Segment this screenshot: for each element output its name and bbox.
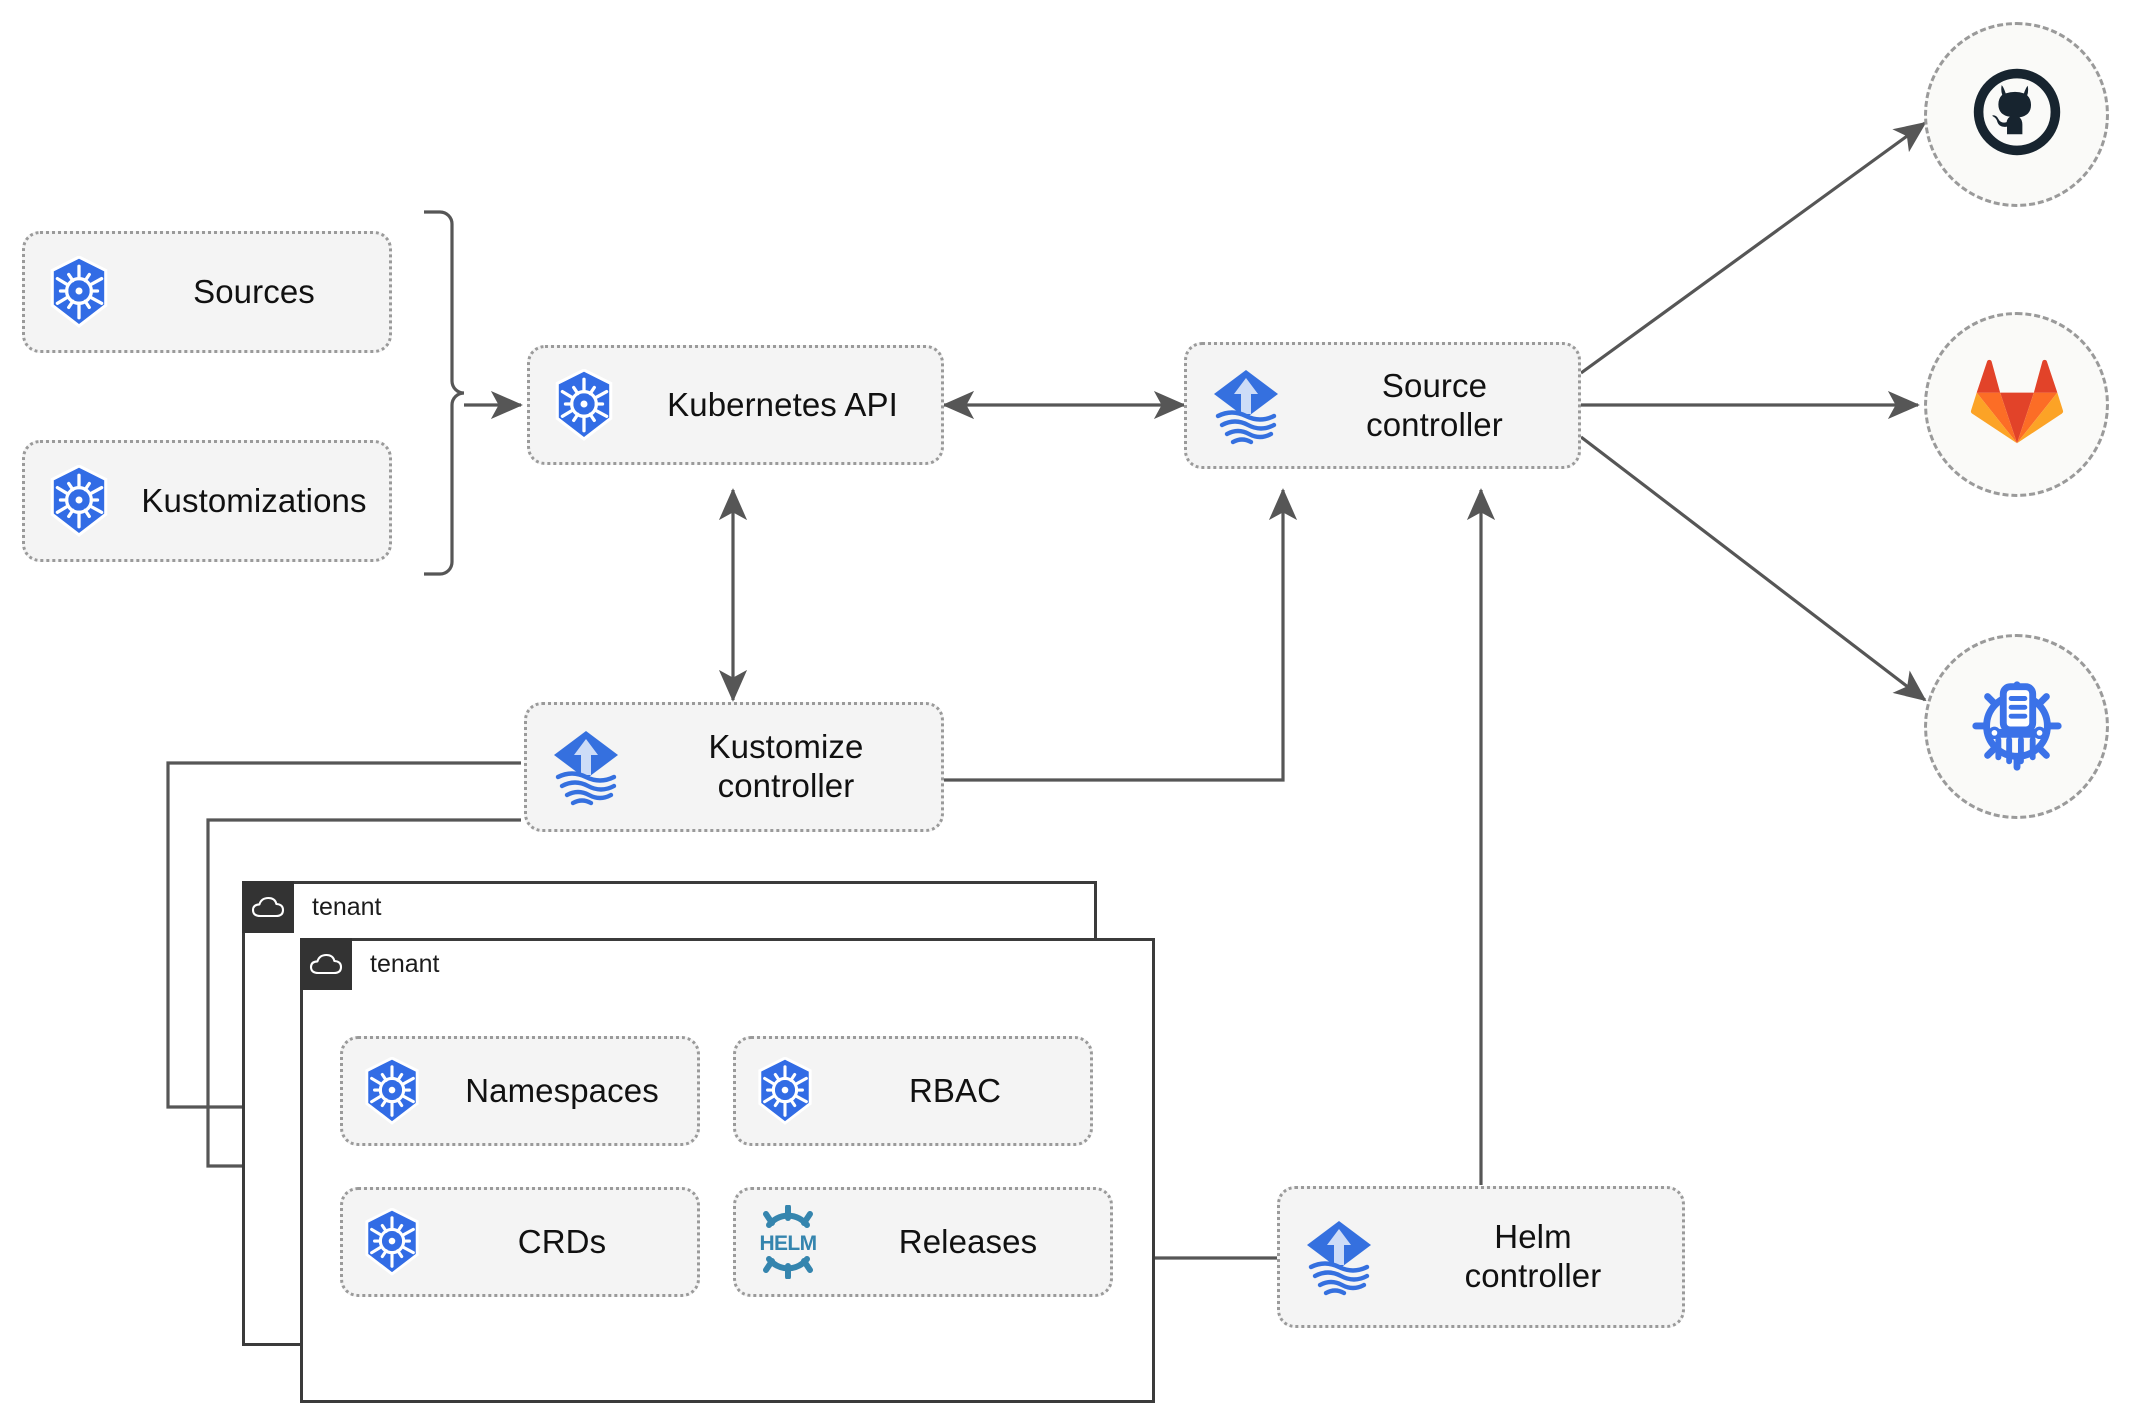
node-kustomize-controller[interactable]: Kustomize controller	[524, 702, 944, 832]
kubernetes-icon	[343, 1057, 441, 1125]
node-label-line1: Source	[1381, 366, 1488, 404]
node-helm-controller[interactable]: Helm controller	[1277, 1186, 1685, 1328]
tenant-header-inner: tenant	[300, 938, 440, 990]
kubernetes-icon	[25, 256, 133, 328]
node-label-line2: controller	[1464, 1257, 1602, 1294]
node-label: CRDs	[517, 1222, 607, 1260]
node-sources[interactable]: Sources	[22, 231, 392, 353]
provider-github[interactable]	[1924, 22, 2109, 207]
node-label-line1: Kustomize	[708, 728, 864, 766]
tenant-label: tenant	[370, 949, 440, 978]
github-icon	[1969, 64, 2065, 165]
flux-icon	[1280, 1215, 1398, 1299]
node-namespaces[interactable]: Namespaces	[340, 1036, 700, 1146]
cloud-icon	[242, 881, 294, 933]
tenant-label: tenant	[312, 892, 382, 921]
node-label: Namespaces	[465, 1071, 659, 1109]
provider-helm-repository[interactable]	[1924, 634, 2109, 819]
helm-icon: HELM	[736, 1205, 840, 1279]
node-label-line2: controller	[1366, 405, 1503, 443]
kubernetes-icon	[530, 369, 638, 441]
node-crds[interactable]: CRDs	[340, 1187, 700, 1297]
node-kubernetes-api[interactable]: Kubernetes API	[527, 345, 944, 465]
node-label: Helm controller	[1398, 1218, 1682, 1296]
flux-icon	[527, 725, 645, 809]
node-source-controller[interactable]: Source controller	[1184, 342, 1581, 469]
node-label: RBAC	[908, 1071, 1002, 1109]
kubernetes-icon	[736, 1057, 834, 1125]
cloud-icon	[300, 938, 352, 990]
node-kustomizations[interactable]: Kustomizations	[22, 440, 392, 562]
kubernetes-icon	[25, 465, 133, 537]
node-label-line2: controller	[717, 767, 855, 804]
kubernetes-icon	[343, 1208, 441, 1276]
node-label: Source controller	[1305, 367, 1578, 445]
flux-icon	[1187, 364, 1305, 448]
node-label: Sources	[193, 272, 315, 310]
tenant-frame-inner	[300, 938, 1155, 1403]
node-label: Kubernetes API	[667, 385, 898, 423]
node-label: Releases	[898, 1222, 1038, 1260]
tenant-header-outer: tenant	[242, 881, 382, 933]
helm-repo-icon	[1966, 673, 2068, 780]
gitlab-icon	[1970, 357, 2064, 452]
node-label-line1: Helm	[1494, 1218, 1572, 1256]
node-label: Kustomizations	[141, 481, 367, 519]
node-releases[interactable]: HELM Releases	[733, 1187, 1113, 1297]
provider-gitlab[interactable]	[1924, 312, 2109, 497]
svg-text:HELM: HELM	[759, 1232, 816, 1255]
node-label: Kustomize controller	[645, 728, 941, 806]
node-rbac[interactable]: RBAC	[733, 1036, 1093, 1146]
